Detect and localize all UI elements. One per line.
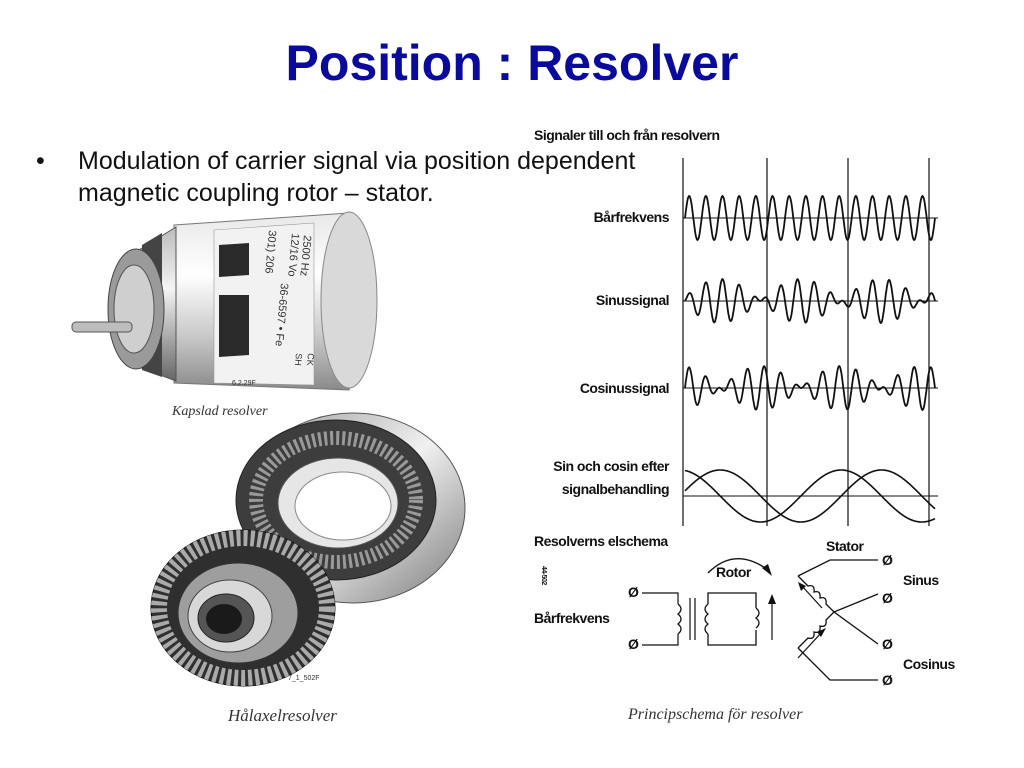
secondary-winding bbox=[704, 592, 757, 646]
diagram-caption: Principschema för resolver bbox=[628, 706, 803, 723]
rotor-label: Rotor bbox=[716, 564, 752, 580]
diagram-header: Signaler till och från resolvern bbox=[534, 127, 720, 143]
side-code: 44-502 bbox=[540, 566, 547, 585]
row-label-sine: Sinussignal bbox=[596, 292, 669, 308]
rotor-arrow-head bbox=[768, 594, 776, 604]
capsule-label-line-4: 36-6597 • Fe bbox=[273, 283, 290, 347]
capsule-label-line-3: 2500 Hz bbox=[297, 235, 313, 277]
phi-symbol: Ø bbox=[628, 636, 639, 652]
stator-cosine-winding bbox=[797, 611, 879, 681]
cosinus-label: Cosinus bbox=[903, 656, 955, 672]
row-label-cosine: Cosinussignal bbox=[580, 380, 669, 396]
phi-symbol: Ø bbox=[882, 552, 893, 568]
processed-cosine-waveform bbox=[684, 469, 936, 523]
stator-sine-arrow bbox=[801, 585, 823, 609]
row-label-processed-1: Sin och cosin efter bbox=[553, 458, 670, 474]
hollow-code: 7_1_502F bbox=[288, 675, 320, 682]
bullet-text: Modulation of carrier signal via positio… bbox=[78, 147, 636, 207]
rotation-arrow-head bbox=[762, 564, 772, 576]
carrier-waveform bbox=[684, 194, 936, 242]
stator-sine-winding bbox=[797, 559, 879, 613]
stator-sine-arrow-head bbox=[798, 582, 806, 591]
phi-symbol: Ø bbox=[628, 584, 639, 600]
capsule-label-line-6: CK bbox=[305, 353, 316, 366]
capsule-resolver-photo: 301) 206 12/16 Vo 2500 Hz 36-6597 • Fe S… bbox=[71, 211, 378, 391]
processed-sine-waveform bbox=[684, 469, 936, 523]
resolver-signal-diagram: Signaler till och från resolvern Bårfrek… bbox=[534, 127, 956, 688]
slide-title: Position : Resolver bbox=[285, 35, 739, 91]
sine-waveform bbox=[684, 278, 936, 325]
input-wire bbox=[642, 592, 679, 646]
hollow-caption: Hålaxelresolver bbox=[228, 706, 337, 725]
rotation-arrow bbox=[707, 558, 769, 574]
row-label-carrier: Bårfrekvens bbox=[594, 209, 670, 225]
phi-symbol: Ø bbox=[882, 636, 893, 652]
capsule-caption: Kapslad resolver bbox=[172, 404, 268, 419]
primary-winding bbox=[676, 603, 682, 635]
stator-cosine-arrow bbox=[797, 631, 823, 659]
stator-label: Stator bbox=[826, 538, 865, 554]
cosine-waveform bbox=[684, 365, 936, 412]
capsule-label-line-2: 12/16 Vo bbox=[285, 233, 301, 277]
bullet-dot: • bbox=[36, 147, 45, 175]
capsule-label-line-1: 301) 206 bbox=[262, 230, 278, 274]
hollow-shaft-resolver-photo: 7_1_502F bbox=[150, 412, 466, 687]
phi-symbol: Ø bbox=[882, 590, 893, 606]
schema-carrier-label: Bårfrekvens bbox=[534, 610, 610, 626]
sinus-label: Sinus bbox=[903, 572, 939, 588]
phi-symbol: Ø bbox=[882, 672, 893, 688]
capsule-label-line-5: SH bbox=[293, 353, 304, 366]
rotor-winding bbox=[754, 607, 760, 629]
schema-header: Resolverns elschema bbox=[534, 533, 668, 549]
row-label-processed-2: signalbehandling bbox=[562, 481, 669, 497]
capsule-code: 6.2.29F bbox=[232, 380, 256, 387]
stator-cosine-arrow-head bbox=[817, 628, 826, 637]
